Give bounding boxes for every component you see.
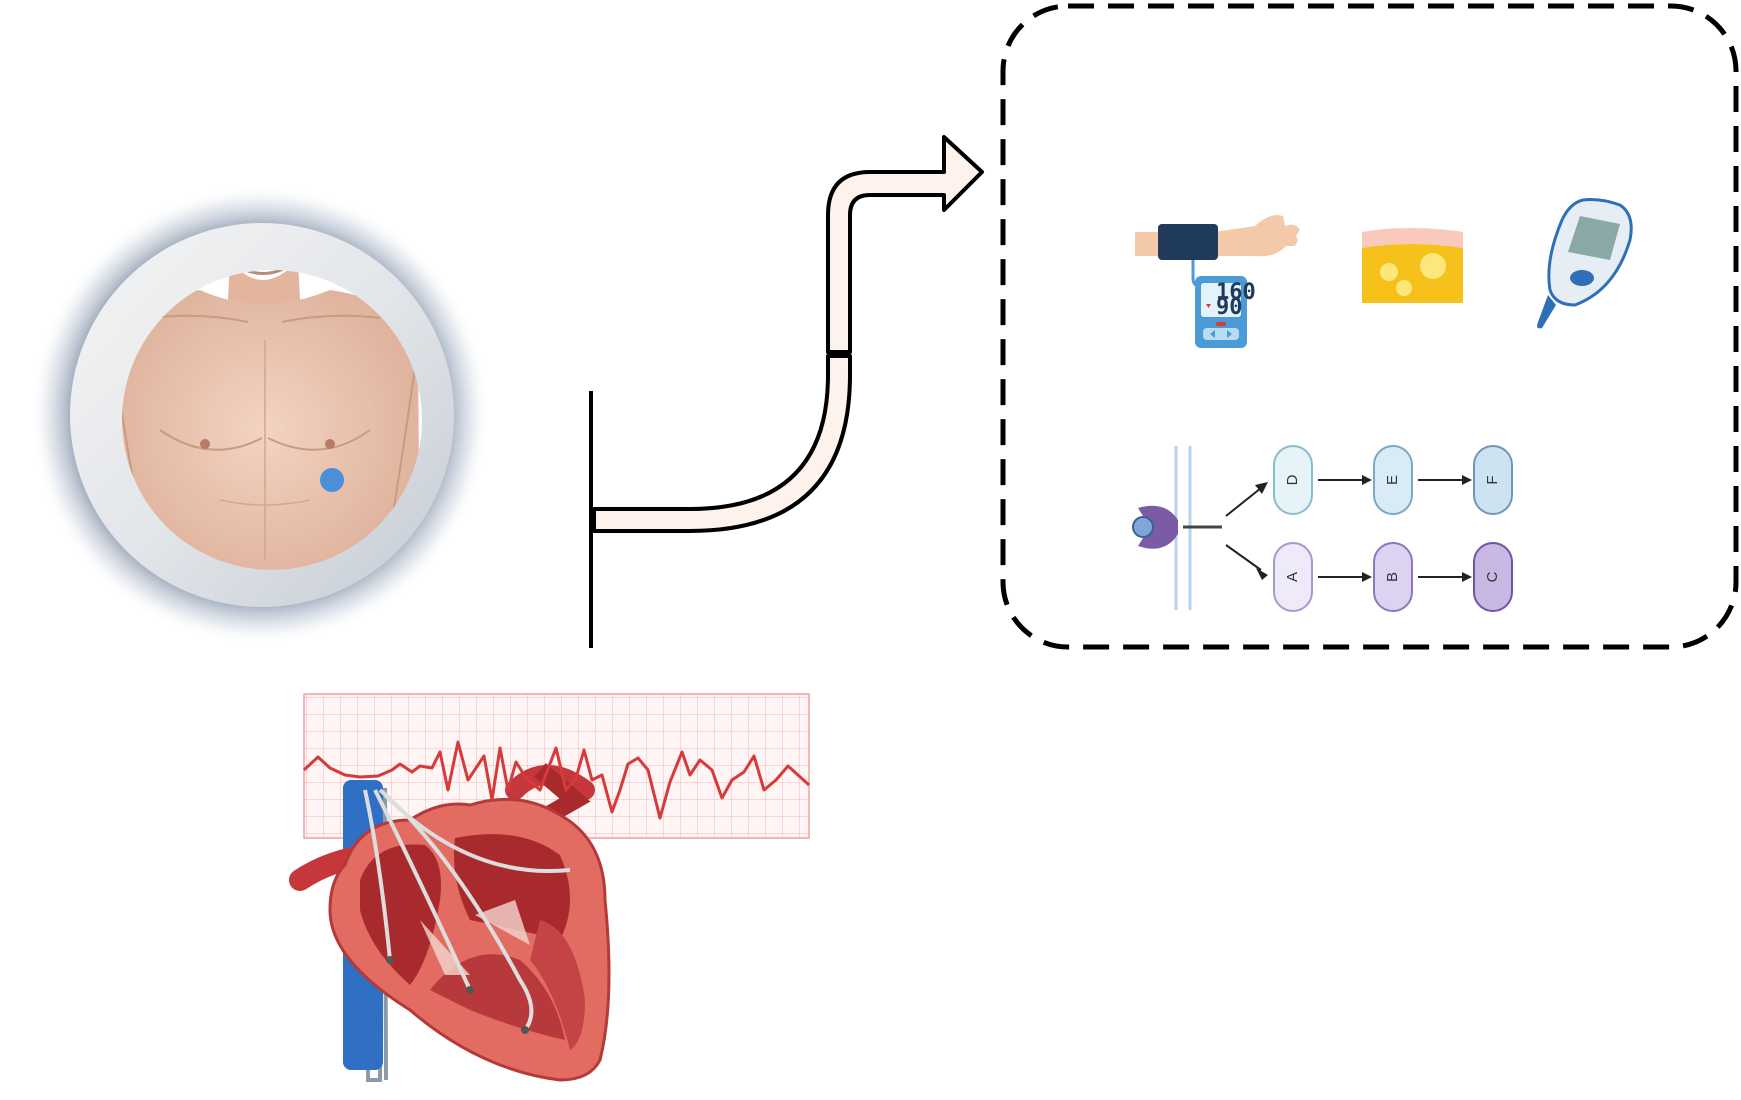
bp-diastolic: 90 (1216, 295, 1243, 320)
glucometer-icon (1537, 198, 1633, 329)
pathway-node-a-label: A (1284, 572, 1301, 582)
curved-right-arrow (592, 135, 984, 533)
ecg-heart-illustration (289, 693, 811, 1082)
bp-systolic: 160 (1216, 280, 1256, 305)
pathway-node-a (1273, 542, 1313, 612)
pathway-node-c-label: C (1484, 571, 1501, 582)
pathway-node-e (1373, 445, 1413, 515)
ecg-trace (302, 740, 811, 820)
pathway-node-b (1373, 542, 1413, 612)
implant-marker (320, 468, 344, 492)
pathway-node-f (1473, 445, 1513, 515)
pathway-node-d-label: D (1284, 474, 1301, 485)
pathway-node-d (1273, 445, 1313, 515)
pathway-node-e-label: E (1384, 475, 1401, 485)
pathway-node-c (1473, 542, 1513, 612)
pathway-node-b-label: B (1384, 572, 1401, 582)
signaling-pathway-icon: D E F A B C (1132, 445, 1513, 612)
adipose-tissue-icon (1362, 228, 1463, 303)
patient-portrait (30, 185, 490, 645)
outcomes-box (1000, 3, 1739, 650)
blood-pressure-cuff-icon: 160 90 (1135, 215, 1300, 348)
pathway-node-f-label: F (1484, 475, 1501, 484)
